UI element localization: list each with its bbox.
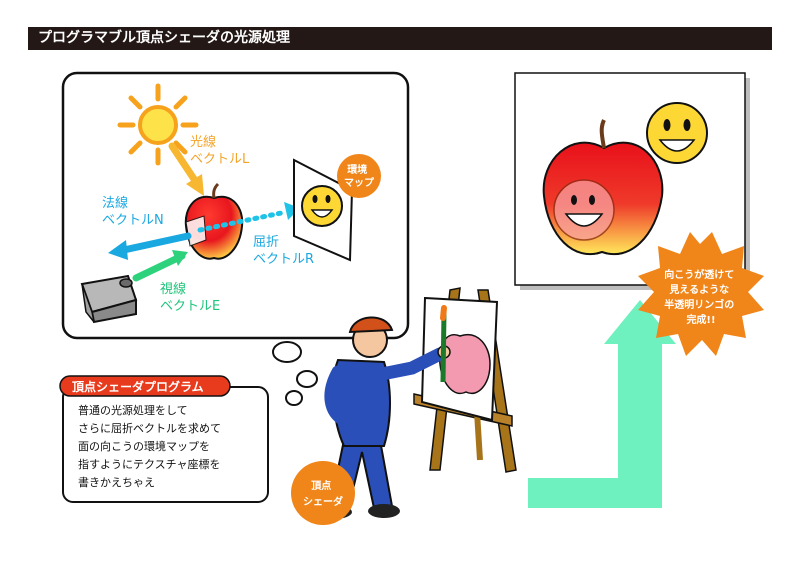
program-box-body: 普通の光源処理をして さらに屈折ベクトルを求めて 面の向こうの環境マップを 指す…	[78, 403, 225, 489]
view-vector-arrow	[132, 250, 188, 282]
normal-vector-label: 法線 ベクトルN	[102, 195, 164, 228]
camera-icon	[80, 274, 138, 324]
light-vector-arrow	[168, 142, 204, 196]
svg-text:環境 マップ: 環境 マップ	[344, 163, 375, 189]
page-title: プログラマブル頂点シェーダの光源処理	[28, 27, 772, 50]
light-vector-label: 光線 ベクトルL	[190, 134, 250, 167]
environment-map	[293, 158, 354, 262]
result-arrow	[528, 300, 676, 508]
program-box-header: 頂点シェーダプログラム	[72, 379, 204, 394]
svg-text:頂点 シェーダ: 頂点 シェーダ	[303, 479, 343, 508]
svg-text:向こうが透けて 見えるような 半透明: 向こうが透けて 見えるような 半透明リンゴの 完成!!	[664, 268, 737, 326]
refraction-vector-label: 屈折 ベクトルR	[253, 235, 314, 267]
view-vector-label: 視線 ベクトルE	[160, 281, 220, 314]
vertex-shader-badge: 頂点 シェーダ	[291, 461, 355, 525]
painting-canvas	[420, 296, 499, 422]
sun-icon	[117, 83, 199, 166]
painter-figure	[316, 305, 451, 519]
result-burst: 向こうが透けて 見えるような 半透明リンゴの 完成!!	[638, 232, 764, 356]
normal-vector-arrow	[108, 232, 192, 260]
program-box: 頂点シェーダプログラム 普通の光源処理をして さらに屈折ベクトルを求めて 面の向…	[59, 375, 269, 503]
env-map-badge: 環境 マップ	[337, 154, 381, 198]
